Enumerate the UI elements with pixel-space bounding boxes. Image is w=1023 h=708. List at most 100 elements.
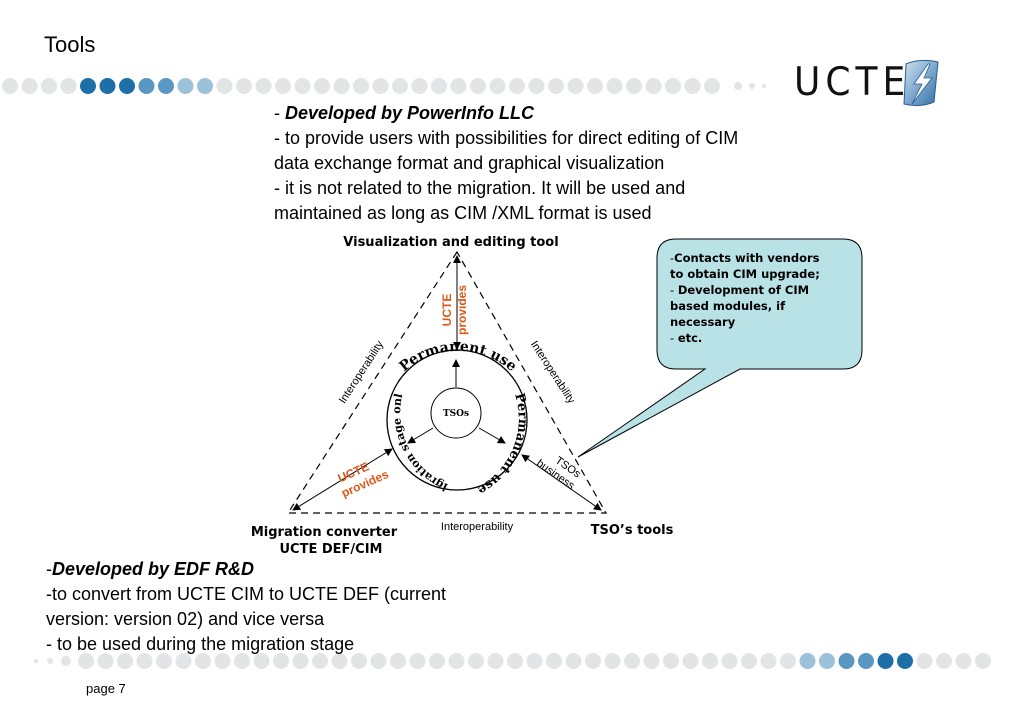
decorative-dot <box>370 653 387 669</box>
decorative-dot <box>548 78 564 94</box>
ring-label-top: Permanent use <box>396 339 519 375</box>
decorative-dot <box>351 653 367 669</box>
decorative-dot <box>546 653 562 669</box>
decorative-dot <box>585 653 601 669</box>
decorative-dot <box>78 653 94 669</box>
decorative-dot <box>450 78 467 94</box>
decorative-dot <box>216 78 233 94</box>
callout-item-2b: based modules, if <box>670 299 786 313</box>
decorative-dot <box>61 656 71 666</box>
top-line-2: - to provide users with possibilities fo… <box>274 128 739 148</box>
developer-powerinfo: Developed by PowerInfo LLC <box>285 103 535 123</box>
center-arrow-right <box>478 427 506 444</box>
decorative-dot <box>431 78 447 94</box>
center-arrow-left <box>407 427 434 444</box>
arrow-right-to-ring <box>521 454 602 511</box>
ring-label-right: Permanent use <box>475 392 530 498</box>
decorative-dot <box>119 78 135 94</box>
ucte-provides-top-line1: UCTE <box>440 294 454 327</box>
decorative-dot <box>21 78 38 94</box>
decorative-dot <box>136 653 153 669</box>
ucte-logo: UCTE <box>794 58 944 110</box>
decorative-dot <box>47 658 53 664</box>
decorative-dot <box>936 653 952 669</box>
decorative-dot <box>528 78 545 94</box>
decorative-dot <box>663 653 679 669</box>
dash: - <box>274 103 285 123</box>
decorative-dot <box>312 653 328 669</box>
decorative-dot <box>565 653 582 669</box>
decorative-dot <box>195 653 211 669</box>
decorative-dot <box>799 653 816 669</box>
decorative-dot <box>606 78 623 94</box>
top-line-1: - Developed by PowerInfo LLC <box>274 101 834 126</box>
interop-label-bottom: Interoperability <box>441 521 514 533</box>
decorative-dot <box>858 653 874 669</box>
decorative-dot <box>41 78 57 94</box>
decorative-dot <box>916 653 933 669</box>
decorative-dot <box>353 78 369 94</box>
decorative-dot <box>665 78 681 94</box>
node-tso-tools: TSO’s tools <box>591 523 674 538</box>
bottom-line-4: - to be used during the migration stage <box>46 634 355 654</box>
decorative-dot <box>749 83 755 89</box>
top-line-5: maintained as long as CIM /XML format is… <box>274 203 652 223</box>
callout-item-3: - etc. <box>670 330 860 346</box>
decorative-dot <box>314 78 330 94</box>
decorative-dot <box>177 78 194 94</box>
decorative-dot <box>2 78 18 94</box>
decorative-dot <box>117 653 133 669</box>
decorative-dot <box>392 78 408 94</box>
developer-edf: Developed by EDF R&D <box>52 559 255 579</box>
interop-label-right: Interoperability <box>528 339 578 406</box>
decorative-dot <box>236 78 252 94</box>
decorative-dot <box>760 653 777 669</box>
ring-top-text: Permanent use <box>396 339 519 375</box>
decorative-dot <box>780 653 796 669</box>
decorative-dot <box>175 653 192 669</box>
decorative-dot <box>877 653 894 669</box>
decorative-dot <box>234 653 250 669</box>
decorative-dot <box>99 78 116 94</box>
decorative-dot <box>626 78 642 94</box>
decorative-dot <box>197 78 213 94</box>
decorative-dot <box>838 653 855 669</box>
ucte-provides-top: UCTE provides <box>440 285 469 335</box>
decorative-dot <box>684 78 701 94</box>
decorative-dot <box>587 78 603 94</box>
decorative-dot <box>294 78 311 94</box>
decorative-dot <box>507 653 523 669</box>
dash: - <box>670 283 678 297</box>
ucte-provides-left: UCTE provides <box>336 459 391 500</box>
decorative-dot <box>273 653 289 669</box>
slide-title: Tools <box>44 32 96 57</box>
decorative-dot <box>448 653 465 669</box>
decorative-dot <box>975 653 991 669</box>
ucte-provides-top-line2: provides <box>455 285 469 335</box>
bottom-line-2: -to convert from UCTE CIM to UCTE DEF (c… <box>46 584 447 604</box>
decorative-dot <box>292 653 309 669</box>
decorative-dot <box>468 653 484 669</box>
callout-item-1b: to obtain CIM upgrade; <box>670 267 820 281</box>
callout-item-1-text: Contacts with vendors <box>674 251 820 265</box>
center-tsos-label: TSOs <box>443 409 469 419</box>
decorative-dot <box>762 84 766 88</box>
decorative-dot <box>470 78 486 94</box>
bottom-line-3: version: version 02) and vice versa <box>46 609 325 629</box>
decorative-dot <box>741 653 757 669</box>
decorative-dot <box>734 82 742 90</box>
decorative-dot <box>255 78 272 94</box>
decorative-dot <box>645 78 662 94</box>
bottom-line-1: -Developed by EDF R&D <box>46 557 566 582</box>
decorative-dot <box>567 78 584 94</box>
tsos-business-label: TSOs business <box>534 455 583 493</box>
logo-text: UCTE <box>794 59 911 106</box>
decorative-dot <box>489 78 506 94</box>
edf-description: -Developed by EDF R&D -to convert from U… <box>46 557 566 657</box>
decorative-dot <box>390 653 406 669</box>
decorative-dot <box>702 653 718 669</box>
page-number: page 7 <box>86 681 126 696</box>
decorative-dot <box>411 78 428 94</box>
dash: - <box>46 559 52 579</box>
